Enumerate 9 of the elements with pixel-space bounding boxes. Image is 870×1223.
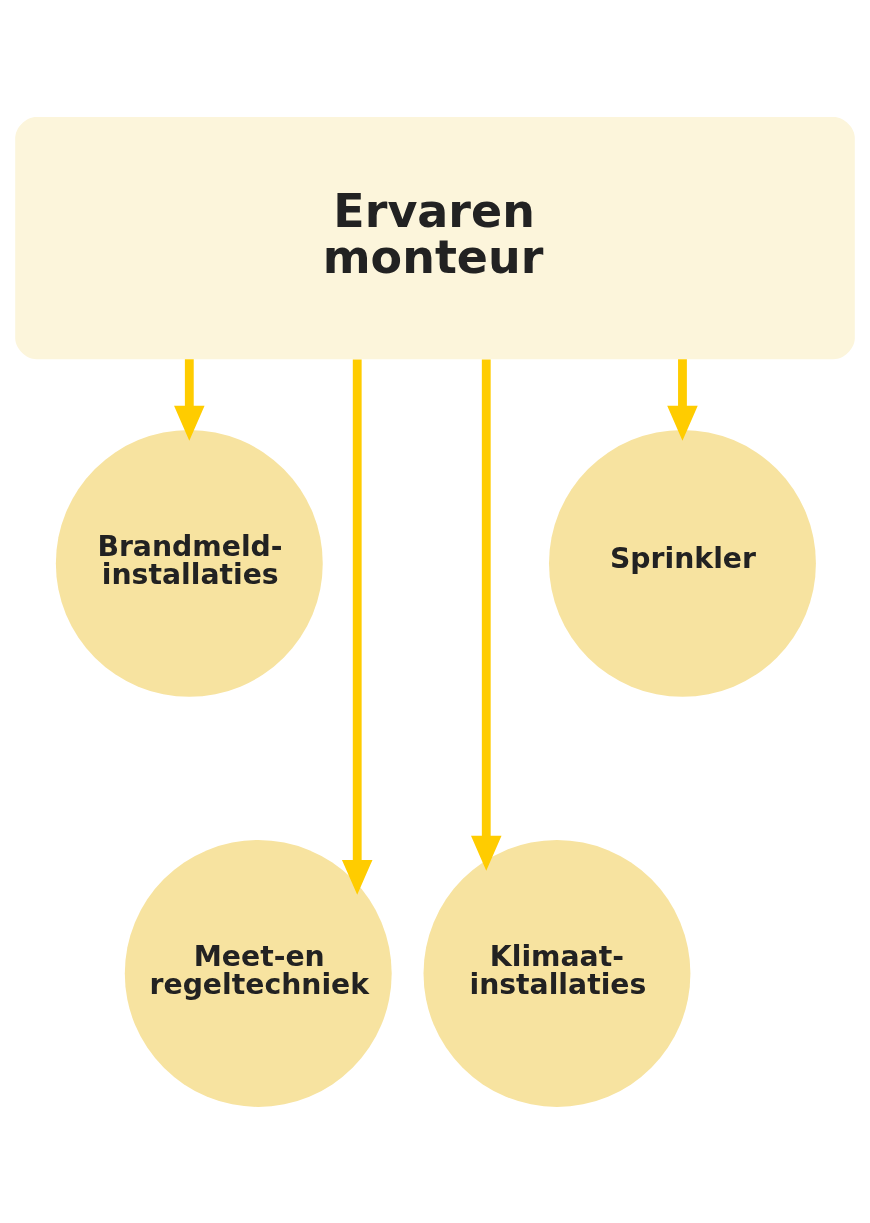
arrow	[471, 359, 502, 871]
arrow	[174, 358, 205, 441]
arrow	[341, 359, 373, 895]
node-circle: Meet-en regeltechniek	[124, 839, 392, 1107]
node-circle: Sprinkler	[549, 429, 816, 697]
node-circle: Klimaat- installaties	[423, 839, 691, 1107]
node-circle: Brandmeld- installaties	[55, 429, 323, 697]
arrow	[667, 358, 698, 441]
node-box: Ervaren monteur	[15, 116, 855, 359]
